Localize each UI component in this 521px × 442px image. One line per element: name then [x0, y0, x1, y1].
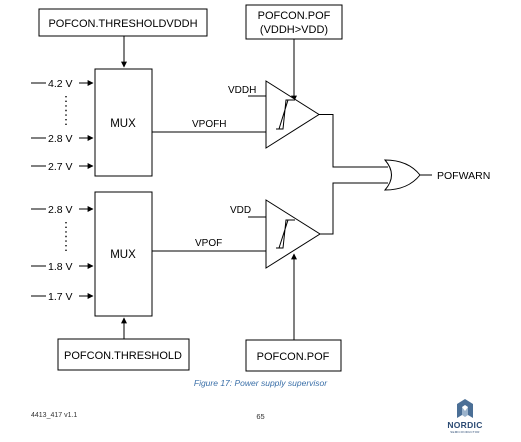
vdd-label: VDD — [230, 205, 251, 216]
logo-wordmark: NORDIC — [447, 420, 483, 430]
comparator-bottom — [265, 199, 321, 269]
mux-bottom-label: MUX — [110, 249, 136, 261]
comparator-top — [265, 80, 320, 149]
or-gate — [383, 159, 421, 191]
vddh-label: VDDH — [228, 85, 256, 96]
register-threshold: POFCON.THRESHOLD — [57, 338, 190, 371]
mux-bottom: MUX — [94, 191, 153, 317]
register-pof-vddh: POFCON.POF (VDDH>VDD) — [245, 4, 343, 40]
register-pof-vddh-label-2: (VDDH>VDD) — [260, 24, 328, 36]
mux-top-input-label: 2.8 V — [48, 133, 73, 145]
vpofh-label: VPOFH — [192, 119, 226, 130]
register-threshold-label: POFCON.THRESHOLD — [64, 350, 182, 362]
vpof-label: VPOF — [195, 238, 222, 249]
nordic-logo: NORDIC SEMICONDUCTOR — [440, 398, 490, 434]
figure-caption: Figure 17: Power supply supervisor — [193, 378, 328, 388]
page-number: 65 — [256, 412, 265, 421]
hysteresis-icon — [276, 99, 295, 130]
pofwarn-label: POFWARN — [437, 170, 490, 182]
register-threshold-vddh-label: POFCON.THRESHOLDVDDH — [48, 18, 197, 30]
mux-bottom-input-label: 1.8 V — [48, 261, 73, 273]
register-pof-label: POFCON.POF — [257, 351, 330, 363]
mux-top: MUX — [94, 68, 153, 177]
register-pof: POFCON.POF — [245, 339, 342, 372]
comparator-top-output-wire — [319, 114, 388, 168]
comparator-bottom-output-wire — [320, 182, 388, 235]
register-pof-vddh-label-1: POFCON.POF — [258, 10, 331, 22]
nordic-logo-icon — [457, 399, 473, 418]
mux-bottom-inputs: 2.8 V 1.8 V 1.7 V — [31, 204, 94, 303]
logo-subtitle: SEMICONDUCTOR — [450, 430, 480, 434]
mux-top-inputs: 4.2 V 2.8 V 2.7 V — [31, 78, 94, 173]
mux-top-input-label: 4.2 V — [48, 78, 73, 90]
mux-bottom-input-label: 2.8 V — [48, 204, 73, 216]
register-threshold-vddh: POFCON.THRESHOLDVDDH — [38, 8, 208, 37]
mux-top-label: MUX — [110, 118, 136, 130]
mux-top-input-label: 2.7 V — [48, 161, 73, 173]
document-id: 4413_417 v1.1 — [31, 412, 78, 419]
hysteresis-icon — [276, 219, 295, 249]
mux-bottom-input-label: 1.7 V — [48, 291, 73, 303]
